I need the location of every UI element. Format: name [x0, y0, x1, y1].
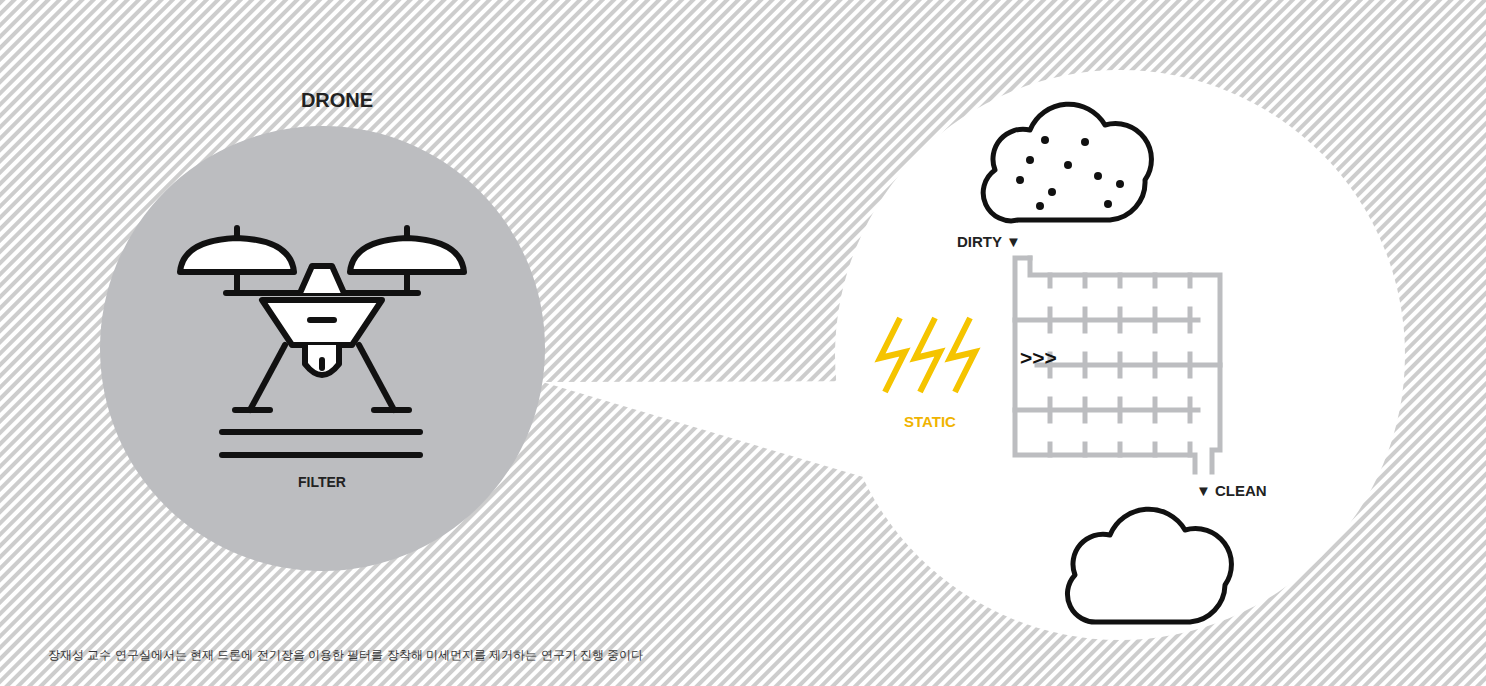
magnified-filter-circle: DIRTY ▼ STATIC ▼ CLEAN — [835, 70, 1405, 640]
static-label: STATIC — [904, 413, 956, 431]
caption: 장재성 교수 연구실에서는 현재 드론에 전기장을 이용한 필터를 장착해 미세… — [48, 648, 643, 662]
callout-wedge — [542, 381, 862, 477]
drone-circle: DRONEFILTER — [100, 126, 545, 571]
circle-outline — [835, 70, 1405, 640]
circle-outline — [100, 126, 545, 571]
drone-heading: DRONE — [301, 88, 373, 112]
flow-arrows: >>> — [1020, 345, 1057, 370]
clean-label: ▼ CLEAN — [1196, 482, 1267, 500]
dirty-label: DIRTY ▼ — [957, 233, 1021, 251]
filter-label: FILTER — [298, 474, 346, 491]
